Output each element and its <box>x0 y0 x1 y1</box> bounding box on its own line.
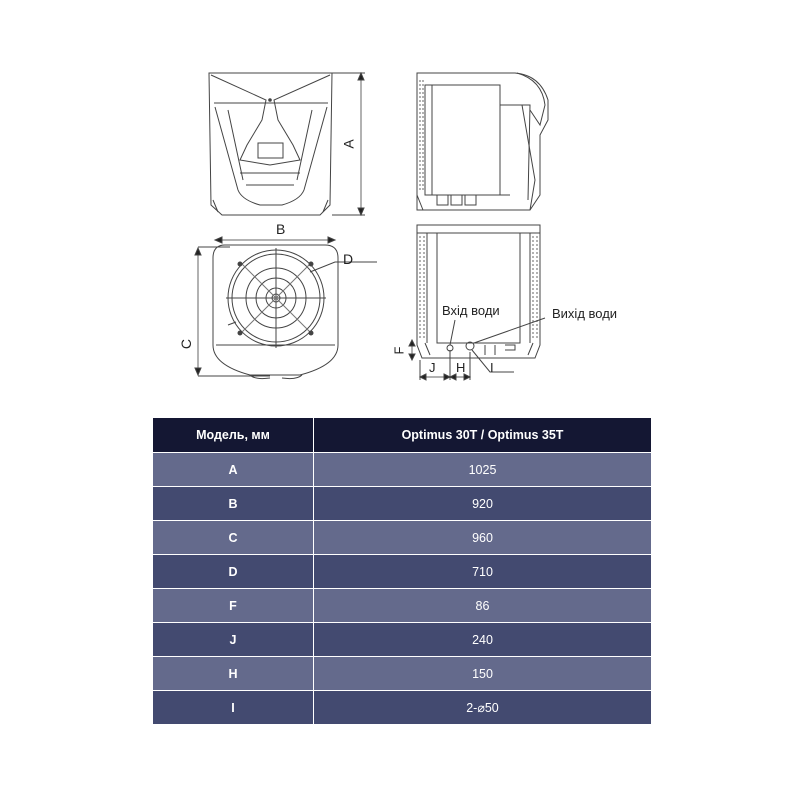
dimension-b-label: B <box>276 221 286 237</box>
row-value: 1025 <box>313 452 651 487</box>
row-value: 710 <box>313 554 651 589</box>
row-key: C <box>153 520 314 555</box>
row-value: 240 <box>313 622 651 657</box>
dimension-d <box>227 261 377 326</box>
table-row: F 86 <box>153 588 651 623</box>
dimension-a <box>332 71 365 217</box>
row-key: A <box>153 452 314 487</box>
dimensions-table: Модель, мм Optimus 30T / Optimus 35T A 1… <box>153 418 651 725</box>
dimension-h-label: H <box>456 360 466 375</box>
drawing-lines <box>194 71 549 381</box>
table-row: D 710 <box>153 554 651 589</box>
row-value: 960 <box>313 520 651 555</box>
row-value: 86 <box>313 588 651 623</box>
table-row: B 920 <box>153 486 651 521</box>
dimension-d-label: D <box>343 251 354 267</box>
row-key: I <box>153 690 314 725</box>
row-key: F <box>153 588 314 623</box>
table-header-row: Модель, мм Optimus 30T / Optimus 35T <box>153 418 651 453</box>
row-value: 920 <box>313 486 651 521</box>
dimension-c-label: C <box>178 338 195 350</box>
row-value: 150 <box>313 656 651 691</box>
dimension-i-label: I <box>490 360 494 375</box>
top-view <box>212 244 339 380</box>
row-key: B <box>153 486 314 521</box>
header-optimus: Optimus 30T / Optimus 35T <box>313 418 651 453</box>
dimension-a-label: A <box>340 139 357 149</box>
row-key: D <box>153 554 314 589</box>
table-row: I 2-⌀50 <box>153 690 651 725</box>
table-row: A 1025 <box>153 452 651 487</box>
dimension-f-j-h <box>408 338 472 381</box>
dimension-j-label: J <box>429 360 436 375</box>
rear-view <box>416 224 546 373</box>
side-view <box>416 72 549 211</box>
header-model: Модель, мм <box>153 418 314 453</box>
row-value: 2-⌀50 <box>313 690 651 725</box>
front-view <box>208 72 333 216</box>
table-row: C 960 <box>153 520 651 555</box>
row-key: H <box>153 656 314 691</box>
water-outlet-label: Вихід води <box>552 306 618 321</box>
water-inlet-label: Вхід води <box>442 303 500 318</box>
table-row: H 150 <box>153 656 651 691</box>
dimension-c <box>194 246 270 377</box>
dimension-b <box>213 236 337 244</box>
dimension-f-label: F <box>391 346 407 355</box>
technical-drawing: A B C D Вхід води Вихід води F J H I <box>178 71 618 381</box>
table-row: J 240 <box>153 622 651 657</box>
row-key: J <box>153 622 314 657</box>
